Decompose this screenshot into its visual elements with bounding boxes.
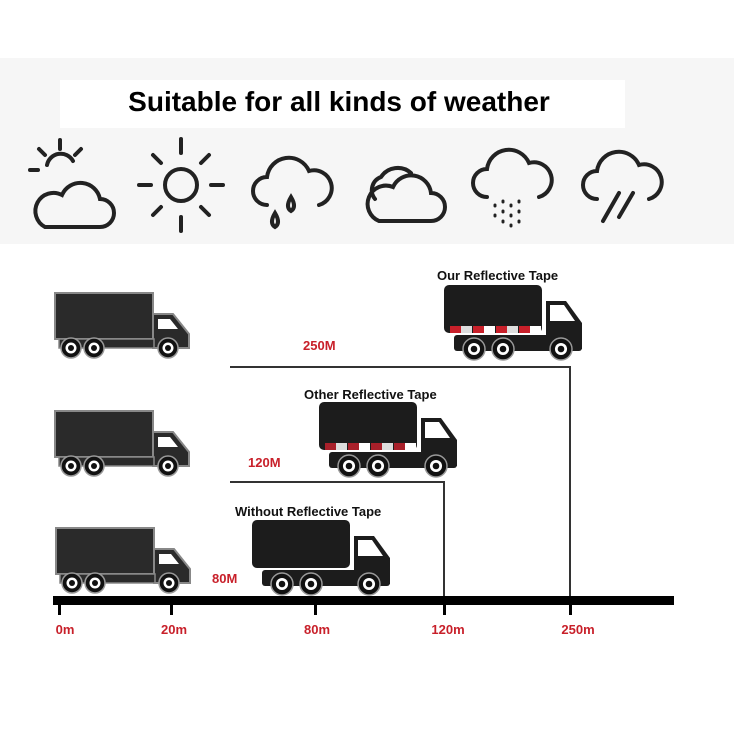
bracket-250 [230,366,571,368]
tick-label: 0m [55,622,75,637]
tick-label: 250m [561,622,595,637]
our-tape-truck-icon [444,285,582,361]
distance-axis [53,596,674,605]
sun-icon [137,137,225,233]
cloud-icon [365,165,447,223]
distance-80: 80M [212,571,238,586]
no-tape-truck-icon [252,520,390,596]
reference-truck-icon [55,527,191,594]
label-no-tape: Without Reflective Tape [235,504,382,519]
page-title: Suitable for all kinds of weather [128,86,550,117]
tick-0 [58,600,61,615]
bracket-120-vertical [443,481,445,598]
bracket-250-vertical [569,366,571,598]
tick-20 [170,600,173,615]
other-tape-truck-icon [319,402,457,478]
label-our-tape: Our Reflective Tape [437,268,559,283]
bracket-120 [230,481,445,483]
snow-cloud-icon [471,147,554,228]
label-other-tape: Other Reflective Tape [304,387,437,402]
tick-120 [443,600,446,615]
reference-truck-icon [54,410,190,477]
partly-sunny-icon [28,138,116,229]
thunderstorm-icon [581,149,664,223]
tick-80 [314,600,317,615]
distance-250: 250M [303,338,336,353]
rain-cloud-icon [251,155,334,230]
tick-label: 120m [431,622,465,637]
tick-250 [569,600,572,615]
title-box [60,80,625,128]
distance-120: 120M [248,455,281,470]
reference-truck-icon [54,292,190,359]
tick-label: 80m [303,622,331,637]
tick-label: 20m [160,622,188,637]
